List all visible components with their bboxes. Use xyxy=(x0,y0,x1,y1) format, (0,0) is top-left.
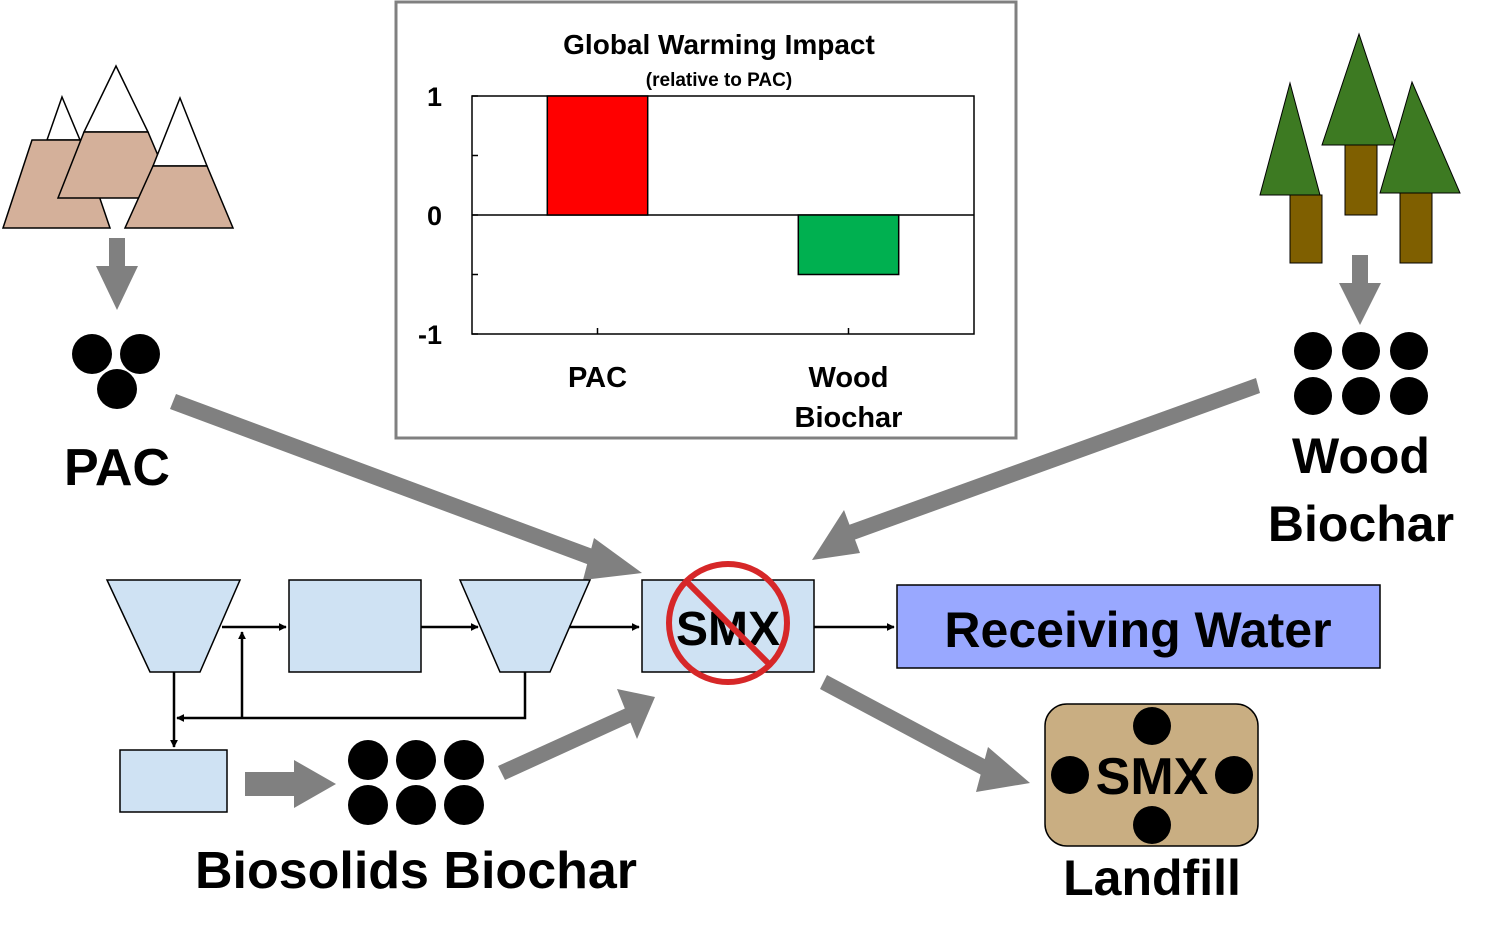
mountains-icon xyxy=(1,64,235,229)
primary-clarifier xyxy=(105,579,242,673)
y-tick-label: -1 xyxy=(418,320,442,350)
arrow-treatment-to-landfill-head xyxy=(976,747,1030,792)
biosolids-biochar-label: Biosolids Biochar xyxy=(195,842,637,900)
pac-label: PAC xyxy=(64,439,170,497)
treatment-train xyxy=(105,579,815,813)
x-category-label: Biochar xyxy=(795,402,903,434)
bar-wood-biochar xyxy=(797,214,900,276)
arrow-biosolids-to-char-head xyxy=(294,760,336,808)
receiving-water-box xyxy=(896,584,1381,669)
smx-treatment-label: SMX xyxy=(676,603,780,656)
particle-cluster-icon xyxy=(72,334,160,409)
wood-biochar-label-line2: Biochar xyxy=(1268,496,1454,552)
chart-frame xyxy=(394,0,1018,440)
down-arrow-wood xyxy=(1339,255,1381,325)
gwi-chart: Global Warming Impact (relative to PAC) … xyxy=(394,0,1018,440)
y-tick-label: 1 xyxy=(427,82,442,112)
smx-landfill-label: SMX xyxy=(1096,748,1209,806)
arrow-biosolids-to-treatment xyxy=(498,708,632,780)
y-tick-label: 0 xyxy=(427,201,442,231)
receiving-water-label: Receiving Water xyxy=(944,602,1331,658)
secondary-clarifier xyxy=(458,579,592,673)
trees-icon xyxy=(1259,32,1461,264)
landfill-label: Landfill xyxy=(1063,850,1241,906)
chart-subtitle: (relative to PAC) xyxy=(646,70,792,91)
arrow-wood-to-treatment-head xyxy=(812,510,860,560)
arrow-biosolids-to-char xyxy=(245,772,297,796)
arrow-pac-to-treatment xyxy=(170,394,609,570)
arrow-biosolids-to-treatment-head xyxy=(617,689,655,739)
aeration-basin xyxy=(288,579,422,673)
x-category-label: Wood xyxy=(809,362,889,394)
arrow-treatment-to-landfill xyxy=(820,675,994,778)
arrow-wood-to-treatment xyxy=(846,378,1260,541)
no-symbol-icon xyxy=(666,561,790,685)
wood-biochar-label-line1: Wood xyxy=(1292,428,1430,484)
sludge-digester xyxy=(119,749,228,813)
flow-lines xyxy=(170,623,895,748)
x-category-label: PAC xyxy=(568,362,627,394)
arrow-pac-to-treatment-head xyxy=(583,538,642,580)
particle-cluster-icon xyxy=(348,740,484,825)
bar-pac xyxy=(546,95,649,216)
particle-cluster-icon xyxy=(1051,707,1253,844)
particle-cluster-icon xyxy=(1294,332,1428,415)
gray-flow-arrows xyxy=(170,378,1260,808)
down-arrow-pac xyxy=(96,238,138,310)
chart-title: Global Warming Impact xyxy=(563,29,875,60)
landfill-box xyxy=(1044,703,1259,847)
